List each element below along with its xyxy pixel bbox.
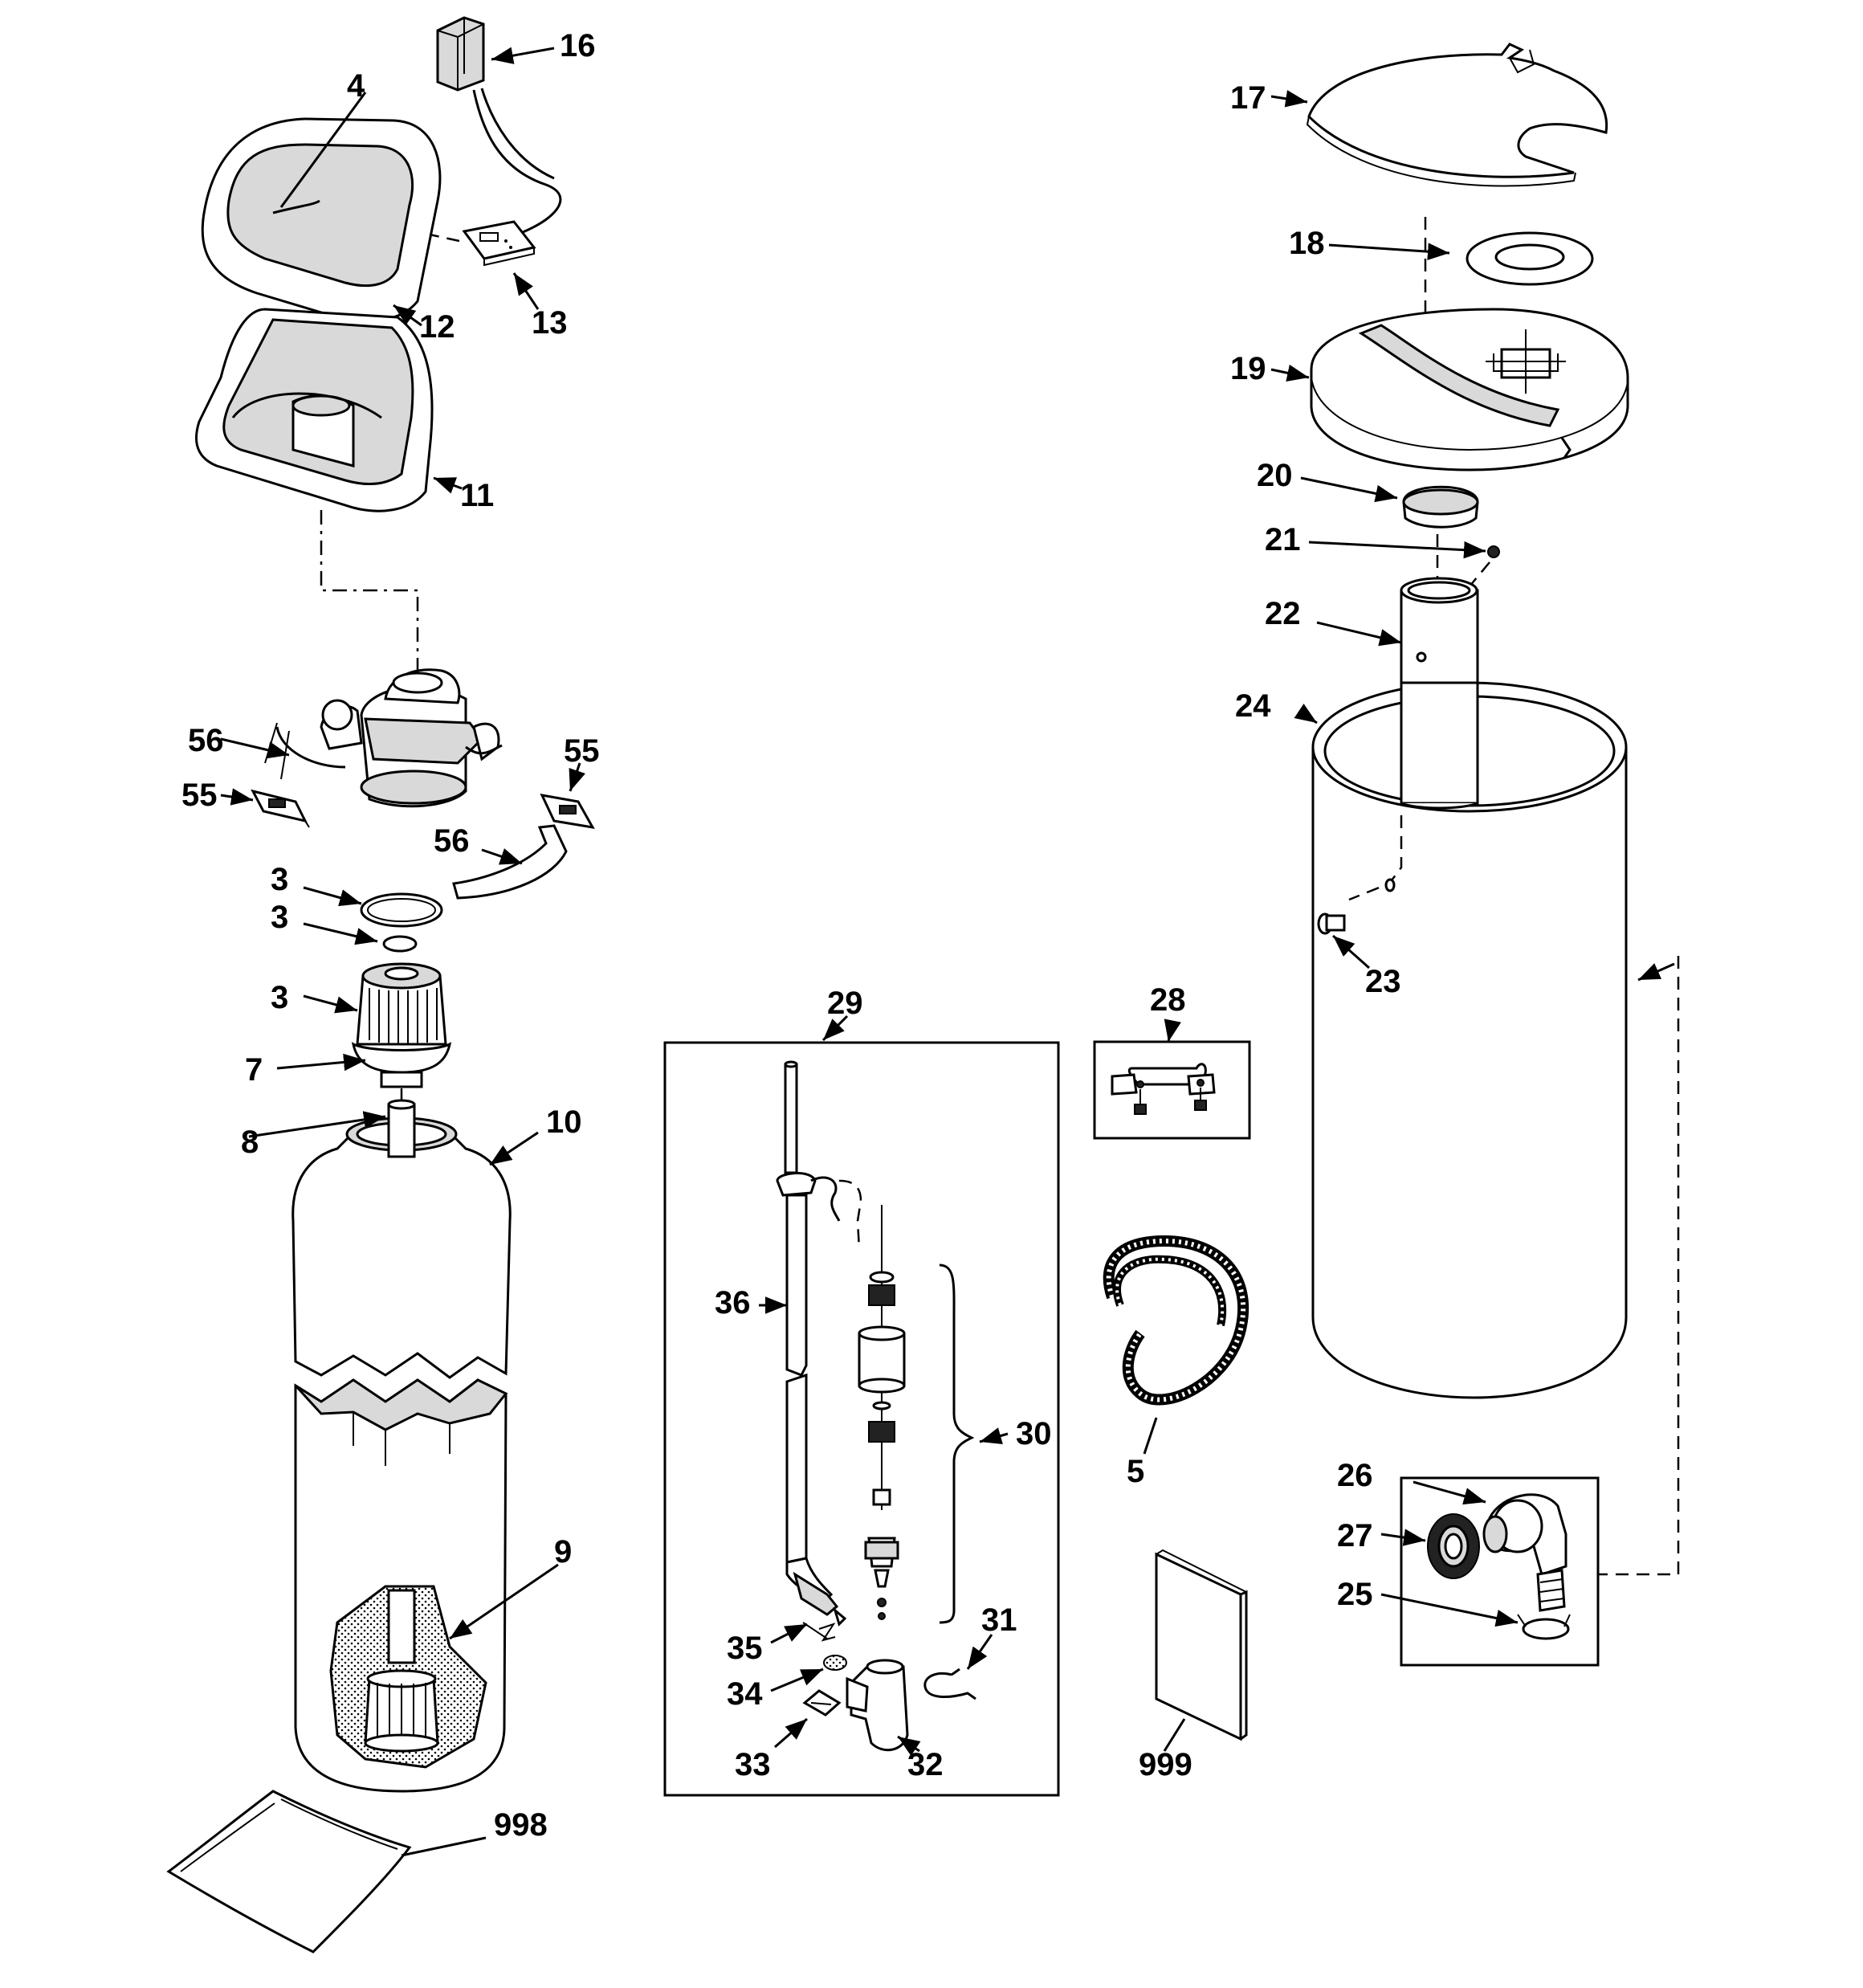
label-26: 26 bbox=[1337, 1458, 1373, 1493]
label-20: 20 bbox=[1257, 458, 1293, 493]
screen-part-34 bbox=[823, 1655, 847, 1671]
label-4: 4 bbox=[347, 68, 365, 104]
label-28: 28 bbox=[1150, 982, 1186, 1018]
manual-part-999 bbox=[1155, 1549, 1248, 1741]
label-33: 33 bbox=[735, 1747, 771, 1782]
grommet-part-27 bbox=[1427, 1513, 1480, 1579]
label-56-bottom: 56 bbox=[434, 823, 470, 859]
label-16: 16 bbox=[560, 28, 596, 63]
clip-part-55-right bbox=[540, 794, 595, 829]
brine-tank-part-24 bbox=[1311, 681, 1628, 1399]
label-32: 32 bbox=[907, 1747, 944, 1782]
transformer-part-16 bbox=[436, 16, 562, 243]
distributor-tube-part-9 bbox=[329, 1585, 487, 1769]
brine-elbow-part-32 bbox=[846, 1659, 909, 1752]
label-25: 25 bbox=[1337, 1577, 1373, 1612]
label-3-c: 3 bbox=[271, 980, 288, 1015]
label-3-a: 3 bbox=[271, 862, 288, 897]
label-21: 21 bbox=[1265, 522, 1301, 557]
hose-clamp-part-25 bbox=[1517, 1614, 1571, 1640]
circuit-board-part-13 bbox=[462, 220, 536, 267]
o-ring-part-3-large bbox=[360, 892, 443, 928]
label-36: 36 bbox=[715, 1285, 751, 1321]
label-30: 30 bbox=[1016, 1416, 1052, 1451]
label-7: 7 bbox=[245, 1052, 263, 1088]
control-valve-assembly bbox=[264, 668, 503, 808]
nut-part-21 bbox=[1487, 545, 1500, 558]
clip-part-33 bbox=[802, 1689, 842, 1717]
salt-lid-part-17 bbox=[1306, 43, 1608, 187]
flow-control-part-35 bbox=[802, 1622, 836, 1642]
label-23: 23 bbox=[1365, 964, 1401, 999]
bracket-part-56-bottom bbox=[452, 824, 568, 900]
label-8: 8 bbox=[241, 1125, 259, 1160]
label-56-top: 56 bbox=[188, 723, 224, 758]
kit-box-part-29 bbox=[663, 1041, 1060, 1797]
label-55-right: 55 bbox=[564, 733, 600, 769]
label-29: 29 bbox=[827, 986, 863, 1021]
overflow-elbow-part-26 bbox=[1482, 1493, 1567, 1612]
clip-part-55-left bbox=[251, 789, 310, 828]
drain-hose-part-5 bbox=[1103, 1235, 1249, 1406]
label-22: 22 bbox=[1265, 596, 1301, 631]
label-19: 19 bbox=[1230, 351, 1266, 386]
label-55-left: 55 bbox=[181, 778, 218, 813]
label-24: 24 bbox=[1235, 688, 1271, 724]
label-11: 11 bbox=[460, 478, 494, 513]
label-27: 27 bbox=[1337, 1518, 1373, 1553]
label-10: 10 bbox=[546, 1104, 582, 1140]
resin-bag-part-998 bbox=[166, 1790, 412, 1953]
label-3-b: 3 bbox=[271, 900, 288, 935]
distributor-basket-part-3 bbox=[351, 962, 452, 1088]
control-housing-part-11 bbox=[195, 308, 434, 512]
brine-tube-part-36 bbox=[776, 1060, 847, 1627]
screw-part-23 bbox=[1317, 912, 1346, 935]
label-31: 31 bbox=[981, 1602, 1017, 1638]
brine-valve-assembly-part-30 bbox=[858, 1205, 975, 1624]
label-998: 998 bbox=[494, 1807, 548, 1843]
label-13: 13 bbox=[532, 305, 568, 341]
label-9: 9 bbox=[554, 1534, 572, 1570]
label-999: 999 bbox=[1139, 1747, 1192, 1782]
o-ring-part-3-small bbox=[382, 935, 418, 953]
label-34: 34 bbox=[727, 1676, 763, 1712]
overflow-kit-box bbox=[1400, 1476, 1600, 1667]
control-cover-part-12 bbox=[201, 117, 442, 323]
label-35: 35 bbox=[727, 1631, 763, 1666]
cap-part-20 bbox=[1402, 485, 1479, 529]
salt-plate-part-19 bbox=[1310, 308, 1629, 471]
bracket-hardware-part-28 bbox=[1111, 1063, 1216, 1115]
clip-part-31 bbox=[923, 1668, 976, 1700]
bracket-box-part-28 bbox=[1093, 1040, 1251, 1140]
label-5: 5 bbox=[1127, 1454, 1144, 1489]
label-12: 12 bbox=[419, 309, 455, 345]
label-17: 17 bbox=[1230, 80, 1266, 116]
label-18: 18 bbox=[1289, 226, 1325, 261]
ring-part-18 bbox=[1466, 231, 1594, 286]
